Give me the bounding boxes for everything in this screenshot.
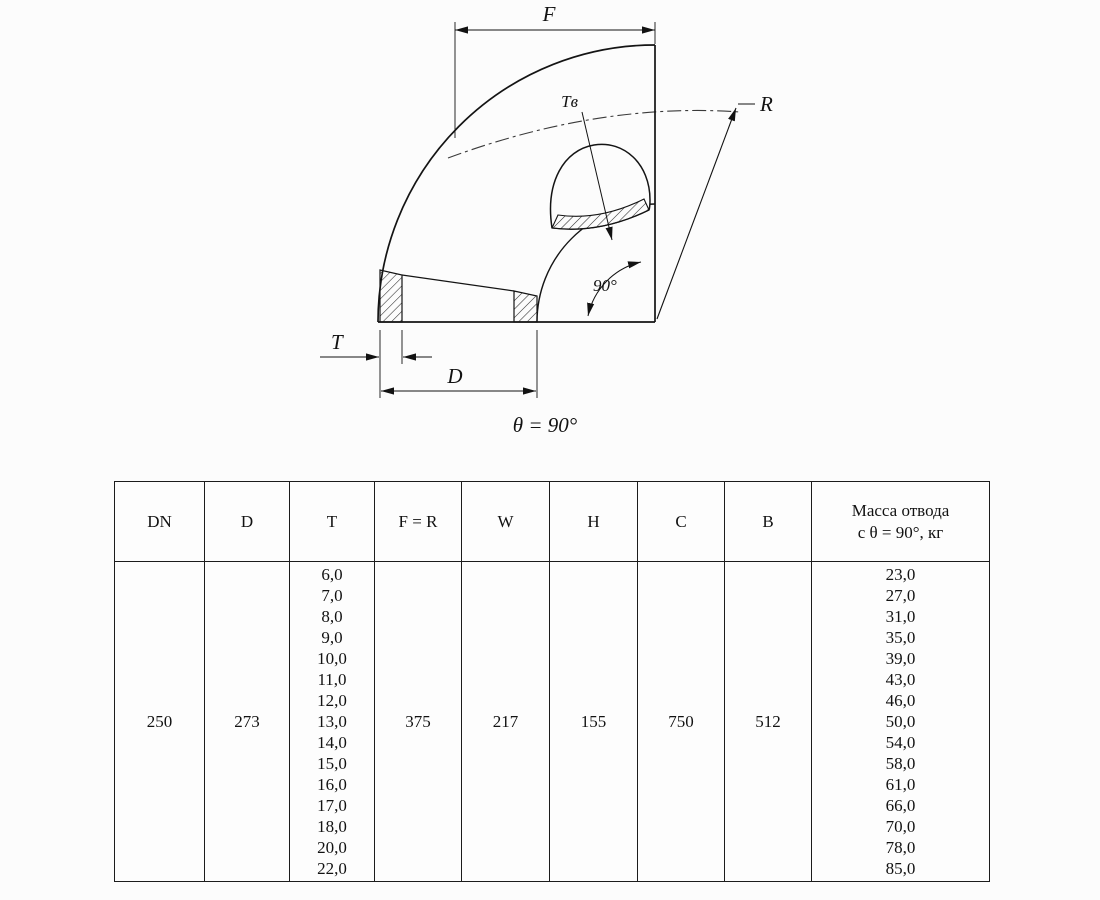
cell-c: 750 [637, 561, 725, 882]
tv-leader-line [581, 111, 613, 241]
dome-outline [549, 143, 651, 229]
cell-b: 512 [724, 561, 812, 882]
col-header-c: C [637, 481, 725, 562]
outer-arc [377, 44, 656, 323]
cell-dn: 250 [114, 561, 205, 882]
dim-label-t: T [331, 330, 344, 354]
bore-far-lip [401, 274, 515, 292]
angle-label: 90° [593, 276, 617, 295]
cell-t-values: 6,0 7,0 8,0 9,0 10,0 11,0 12,0 13,0 14,0… [289, 561, 375, 882]
col-header-mass: Масса отвода с θ = 90°, кг [811, 481, 990, 562]
col-header-fr: F = R [374, 481, 462, 562]
cell-d: 273 [204, 561, 290, 882]
far-opening-dome [549, 143, 651, 230]
elbow-technical-drawing: F R Tв 90° [320, 2, 773, 437]
dimensions-table: DN D T F = R W H C B Масса отвода с θ = … [114, 481, 990, 882]
data-row: 250 273 6,0 7,0 8,0 9,0 10,0 11,0 12,0 1… [114, 561, 990, 882]
angle-arc [587, 261, 642, 317]
dome-bottom-edge [551, 209, 650, 230]
cell-mass-values: 23,0 27,0 31,0 35,0 39,0 43,0 46,0 50,0 … [811, 561, 990, 882]
theta-note: θ = 90° [513, 413, 578, 437]
dim-label-d: D [446, 364, 462, 388]
angle-90: 90° [587, 261, 642, 317]
col-header-t: T [289, 481, 375, 562]
dimension-tv: Tв [561, 92, 613, 241]
dim-label-r: R [759, 92, 773, 116]
mid-wall-section [513, 290, 538, 323]
cell-w: 217 [461, 561, 550, 882]
elbow-drawing-svg: F R Tв 90° [320, 2, 773, 437]
col-header-d: D [204, 481, 290, 562]
cell-fr: 375 [374, 561, 462, 882]
dimension-t: T [320, 330, 432, 398]
col-header-w: W [461, 481, 550, 562]
dim-label-tv: Tв [561, 92, 578, 111]
dimension-r: R [656, 92, 773, 320]
r-leader-line [656, 107, 737, 320]
section-walls [379, 269, 538, 323]
dimension-f: F [454, 2, 656, 138]
header-row: DN D T F = R W H C B Масса отвода с θ = … [114, 481, 990, 562]
col-header-b: B [724, 481, 812, 562]
dim-label-f: F [542, 2, 556, 26]
col-header-h: H [549, 481, 638, 562]
centerline-arc [447, 109, 741, 159]
left-wall-section [379, 269, 403, 323]
dimension-d: D [381, 330, 538, 398]
cell-h: 155 [549, 561, 638, 882]
col-header-dn: DN [114, 481, 205, 562]
